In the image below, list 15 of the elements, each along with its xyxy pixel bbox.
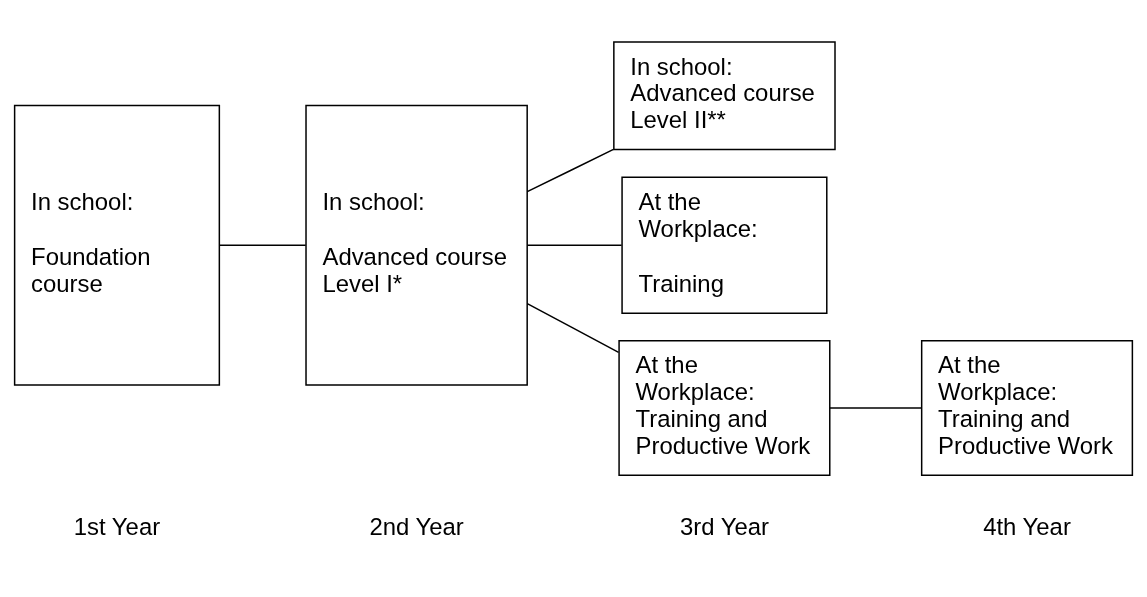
node-box: At the Workplace: Training and Productive Work	[920, 339, 1134, 476]
node-box: In school: Foundation course	[13, 104, 221, 386]
label: 1st Year	[73, 512, 161, 540]
label: 3rd Year	[679, 512, 769, 540]
connector	[829, 406, 922, 409]
label: 2nd Year	[369, 512, 464, 540]
label: 4th Year	[983, 512, 1071, 540]
connector	[219, 243, 307, 246]
node-box: At the Workplace: Training	[621, 175, 828, 314]
node-box: In school: Advanced course Level II**	[613, 40, 836, 150]
connector	[526, 243, 623, 246]
connector	[526, 148, 615, 192]
node-box: At the Workplace: Training and Productive Work	[618, 339, 831, 476]
node-box: In school: Advanced course Level I*	[305, 104, 528, 386]
connector	[526, 302, 620, 353]
